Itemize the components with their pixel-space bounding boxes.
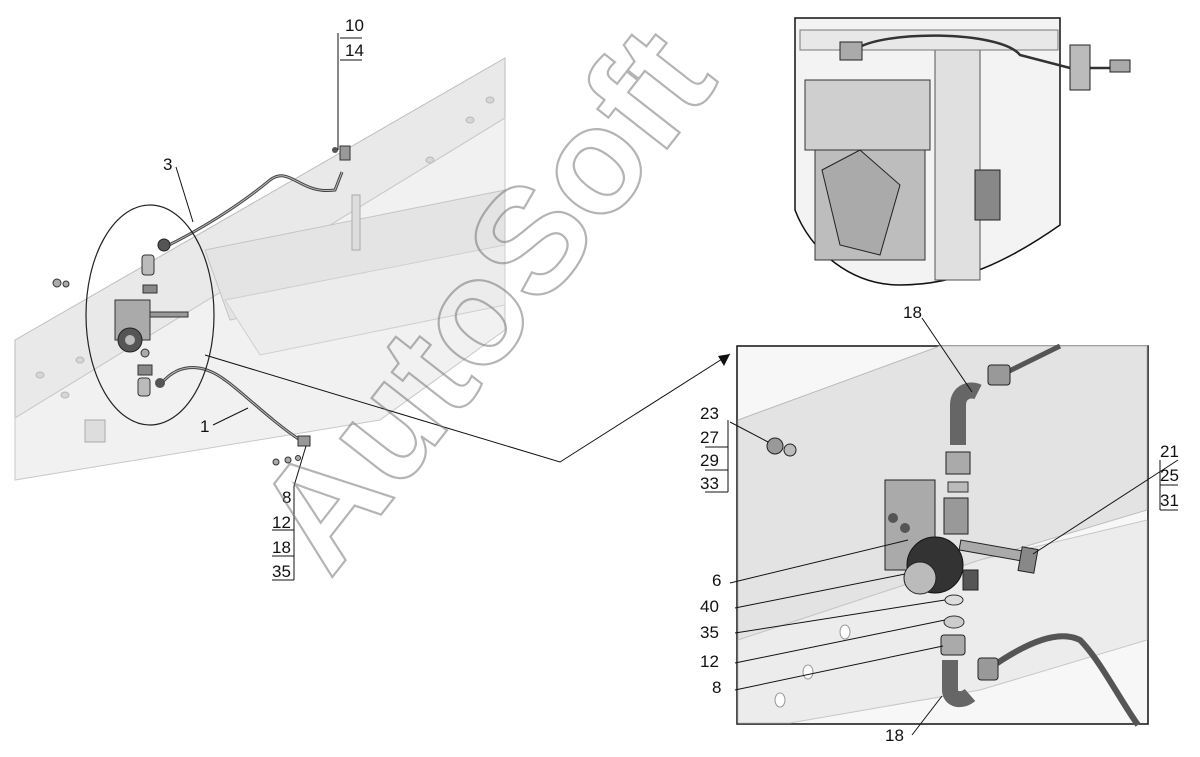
callout-1: 1	[200, 417, 209, 436]
frame-vertical	[934, 39, 981, 281]
detail-bolt-head	[1017, 546, 1039, 574]
valve-assembly-small	[114, 238, 189, 397]
callout-31: 31	[1160, 491, 1179, 510]
detail-washer-27	[783, 443, 797, 457]
callout-33: 33	[700, 474, 719, 493]
top-rail	[799, 29, 1059, 51]
callout-8: 8	[282, 488, 291, 507]
detail-view: 18 23 27 29 33 21 25 31 6 40 35 12 8 18	[700, 303, 1179, 745]
callout-18: 18	[272, 538, 291, 557]
top-small-valve	[839, 41, 863, 61]
elbow-fitting-top	[339, 145, 351, 161]
fitting-10	[332, 147, 338, 153]
callout-10: 10	[345, 16, 364, 35]
callout-40: 40	[700, 597, 719, 616]
cross-member-flange	[224, 244, 506, 356]
elbow-fitting-bottom	[297, 435, 311, 447]
detail-highlight-ellipse	[85, 204, 215, 426]
callout-18-bottom: 18	[885, 726, 904, 745]
top-right-view	[794, 17, 1131, 286]
gearbox-flange	[821, 149, 901, 256]
detail-union	[945, 451, 971, 475]
main-frame-view: 3 1 10 14 8 12 18 35	[14, 16, 731, 581]
callout-25: 25	[1160, 466, 1179, 485]
callout-18-top: 18	[903, 303, 922, 322]
rail-bracket	[84, 419, 106, 443]
detail-nut-8	[940, 634, 966, 656]
callout-35: 35	[272, 562, 291, 581]
detail-washer-top	[947, 481, 969, 493]
callout-21: 21	[1160, 442, 1179, 461]
callout-3: 3	[163, 155, 172, 174]
callout-35-detail: 35	[700, 623, 719, 642]
shaft-flange	[974, 169, 1001, 221]
detail-elbow-bottom	[942, 660, 976, 708]
rail-holes	[35, 96, 495, 399]
top-fitting-right	[1109, 59, 1131, 73]
vertical-post	[351, 194, 361, 251]
main-leader-lines	[175, 33, 731, 581]
top-hose	[854, 34, 1125, 70]
callout-6: 6	[712, 571, 721, 590]
callout-12-detail: 12	[700, 652, 719, 671]
detail-washer-35	[944, 594, 964, 606]
callout-8-detail: 8	[712, 678, 721, 697]
detail-washer-12	[943, 615, 965, 629]
gearbox-body	[804, 79, 931, 151]
callout-23: 23	[700, 404, 719, 423]
detail-rail-holes	[774, 624, 851, 708]
detail-nut-upper	[987, 364, 1011, 386]
detail-nut-23	[766, 437, 784, 455]
detail-hose-bottom	[988, 633, 1141, 727]
detail-body	[943, 497, 969, 535]
callout-14: 14	[345, 41, 364, 60]
callout-27: 27	[700, 428, 719, 447]
callout-29: 29	[700, 451, 719, 470]
washers-lower	[272, 455, 301, 466]
callout-12: 12	[272, 513, 291, 532]
detail-elbow-top	[950, 382, 982, 445]
detail-nut-bottom	[977, 657, 999, 681]
detail-arrow-head	[718, 354, 730, 366]
detail-leader-lines	[705, 317, 1179, 736]
nut-washer-left	[52, 278, 70, 288]
top-valve	[1069, 44, 1091, 91]
